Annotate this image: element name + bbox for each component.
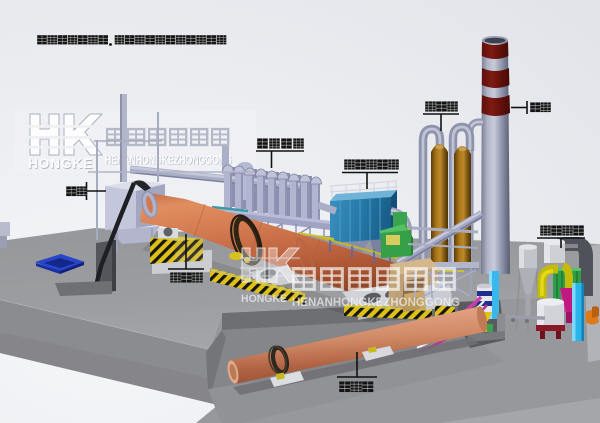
svg-text:HONGKE: HONGKE bbox=[28, 156, 93, 171]
svg-text:HENANHONGKEZHONGGONG: HENANHONGKEZHONGGONG bbox=[292, 297, 460, 309]
svg-text:HENANHONGKEZHONGGONG: HENANHONGKEZHONGGONG bbox=[106, 156, 233, 168]
svg-text:HONGKE: HONGKE bbox=[241, 293, 287, 305]
svg-text:HENANHONGKEZHONGGONG: HENANHONGKEZHONGGONG bbox=[105, 155, 232, 167]
svg-text:HONGKE: HONGKE bbox=[29, 157, 94, 172]
